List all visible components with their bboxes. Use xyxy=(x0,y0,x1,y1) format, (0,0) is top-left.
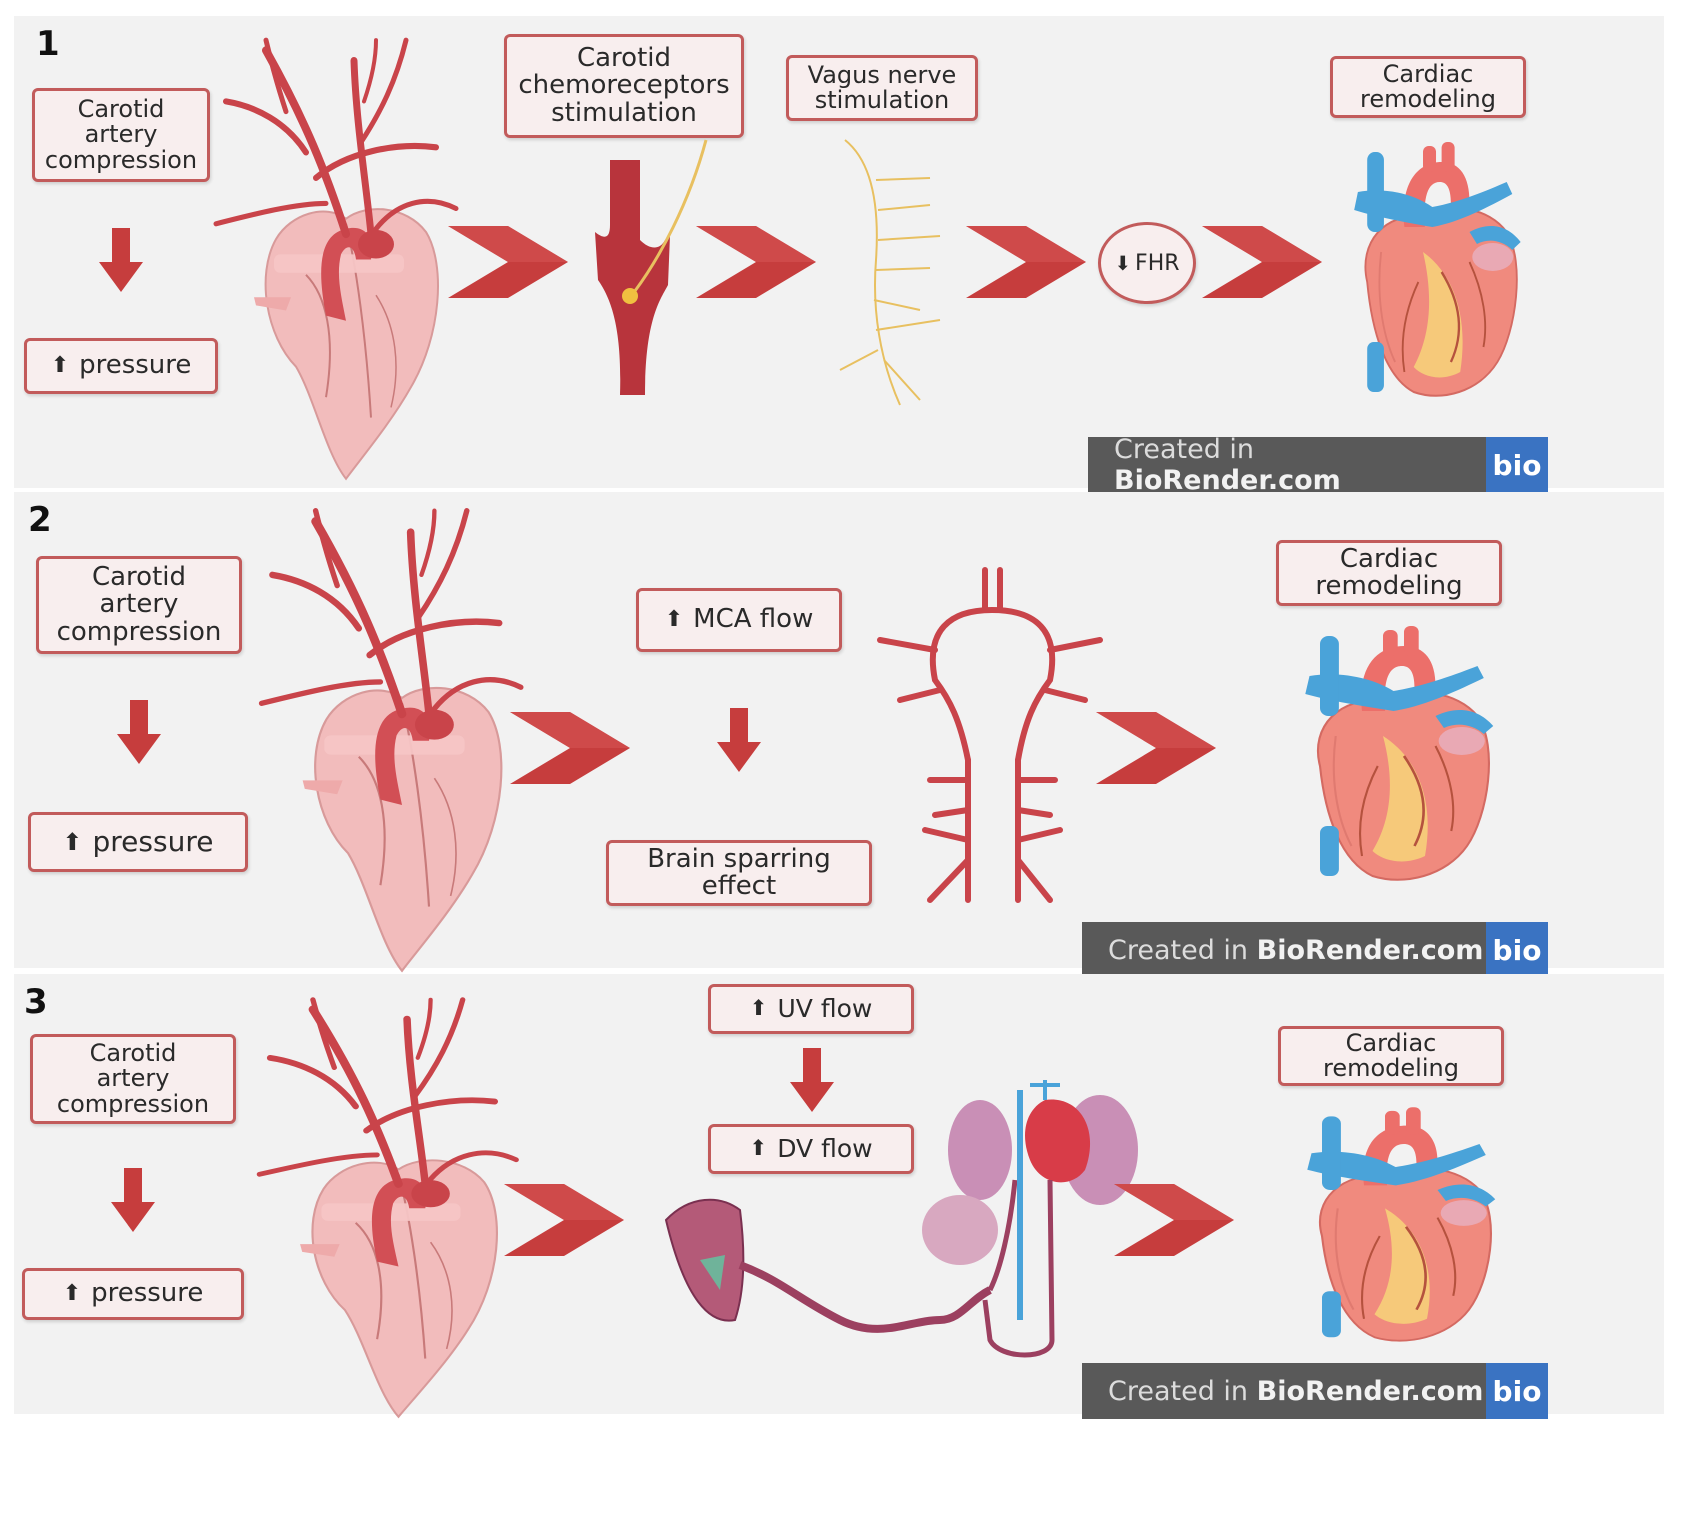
chevron-arrow-icon xyxy=(966,226,1086,298)
down-arrow-icon xyxy=(717,708,761,772)
chevron-arrow-icon xyxy=(504,1184,624,1256)
carotid-heart-illustration xyxy=(216,40,456,479)
panel-3-pressure-box: pressure xyxy=(22,1268,244,1320)
panel-1-fhr-circle: FHR xyxy=(1098,222,1196,304)
panel-1-number: 1 xyxy=(36,24,60,64)
down-arrow-icon xyxy=(790,1048,834,1112)
circle-of-willis-illustration xyxy=(877,567,1103,903)
down-arrow-icon xyxy=(117,700,161,764)
panel-3-biorender-watermark: Created in BioRender.com bio xyxy=(1082,1363,1548,1419)
panel-3-dv-box: DV flow xyxy=(708,1124,914,1174)
carotid-bifurcation-illustration xyxy=(595,139,708,395)
adult-heart-illustration xyxy=(1303,624,1495,882)
panel-1-pressure-box: pressure xyxy=(24,338,218,394)
adult-heart-illustration xyxy=(1352,140,1522,397)
chevron-arrow-icon xyxy=(448,226,568,298)
adult-heart-illustration xyxy=(1305,1105,1497,1342)
carotid-heart-illustration xyxy=(259,1000,516,1417)
panel-2-pressure-box: pressure xyxy=(28,812,248,872)
panel-3-uv-box: UV flow xyxy=(708,984,914,1034)
chevron-arrow-icon xyxy=(1096,712,1216,784)
biorender-logo: bio xyxy=(1486,1363,1548,1419)
chevron-arrow-icon xyxy=(696,226,816,298)
biorender-logo: bio xyxy=(1486,922,1548,978)
panel-2-biorender-watermark: Created in BioRender.com bio xyxy=(1082,922,1548,978)
carotid-heart-illustration xyxy=(262,511,521,971)
chevron-arrow-icon xyxy=(1202,226,1322,298)
panel-2-number: 2 xyxy=(28,500,52,540)
chevron-arrow-icon xyxy=(1114,1184,1234,1256)
fetal-circulation-illustration xyxy=(664,1080,1138,1358)
chevron-arrow-icon xyxy=(510,712,630,784)
vagus-nerve-illustration xyxy=(839,139,941,406)
panel-2-mca-box: MCA flow xyxy=(636,588,842,652)
panel-3-number: 3 xyxy=(24,982,48,1022)
down-arrow-icon xyxy=(111,1168,155,1232)
panel-1-biorender-watermark: Created in BioRender.com bio xyxy=(1088,434,1548,496)
biorender-logo: bio xyxy=(1486,437,1548,493)
down-arrow-icon xyxy=(99,228,143,292)
